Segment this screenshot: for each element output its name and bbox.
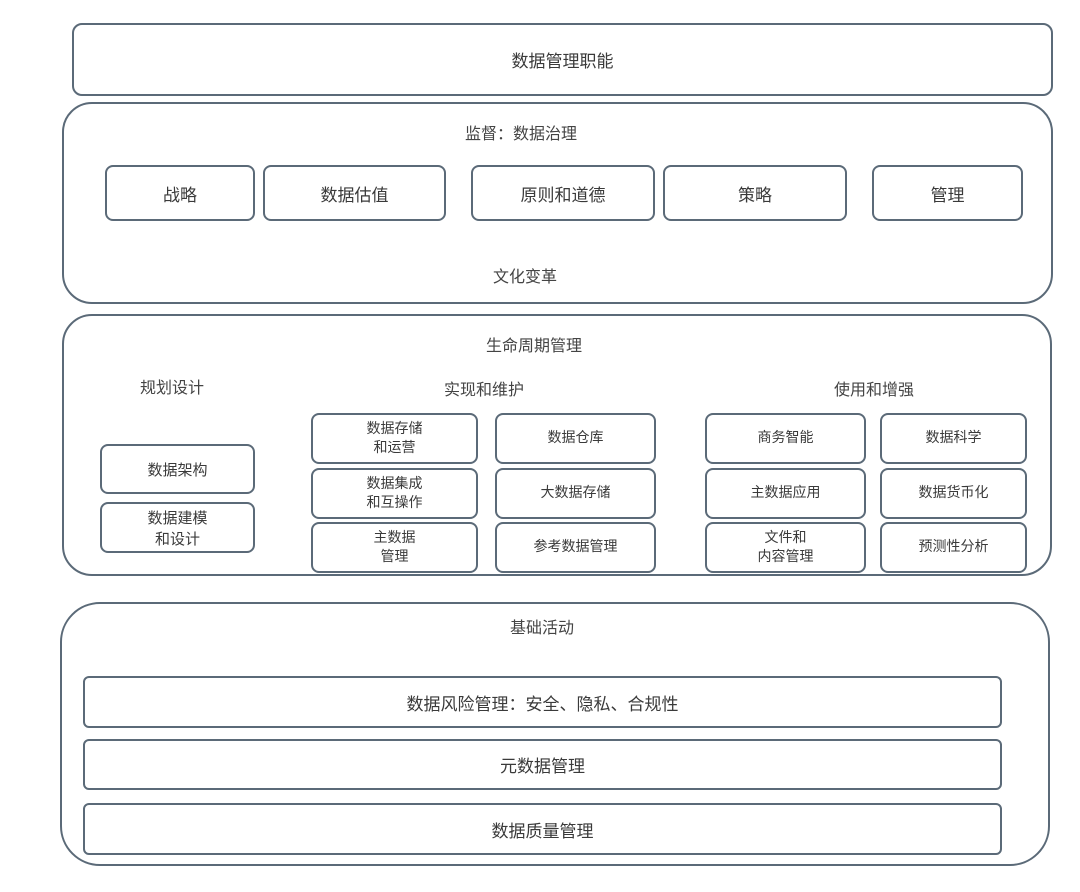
governance-item-label: 数据估值 [320, 185, 389, 206]
impl-item-reference-data-management: 参考数据管理 [495, 522, 656, 573]
lifecycle-heading: 生命周期管理 [485, 336, 583, 355]
planning-item-label: 数据架构 [147, 460, 208, 479]
impl-item-integration-interop: 数据集成 和互操作 [311, 468, 478, 519]
impl-item-storage-operations: 数据存储 和运营 [311, 413, 478, 464]
usage-item-business-intelligence: 商务智能 [705, 413, 866, 464]
planning-item-label: 数据建模 和设计 [147, 508, 208, 548]
usage-heading: 使用和增强 [833, 380, 915, 399]
lifecycle-section: 生命周期管理 规划设计 实现和维护 使用和增强 数据架构 数据建模 和设计 数据… [62, 314, 1052, 576]
usage-item-label: 数据科学 [925, 430, 982, 446]
foundation-item-label: 数据质量管理 [491, 821, 594, 842]
governance-item-policy: 策略 [663, 165, 847, 221]
title-box: 数据管理职能 [72, 23, 1053, 96]
usage-item-document-content-management: 文件和 内容管理 [705, 522, 866, 573]
impl-item-data-warehouse: 数据仓库 [495, 413, 656, 464]
impl-item-label: 主数据 管理 [373, 529, 416, 565]
foundation-item-risk-management: 数据风险管理：安全、隐私、合规性 [83, 676, 1002, 728]
foundation-item-data-quality-management: 数据质量管理 [83, 803, 1002, 855]
impl-item-label: 大数据存储 [540, 485, 611, 501]
impl-item-master-data-management: 主数据 管理 [311, 522, 478, 573]
foundation-heading: 基础活动 [509, 618, 575, 637]
usage-item-label: 文件和 内容管理 [757, 529, 814, 565]
governance-item-label: 战略 [163, 185, 197, 206]
governance-item-label: 管理 [930, 185, 965, 206]
foundation-section: 基础活动 数据风险管理：安全、隐私、合规性 元数据管理 数据质量管理 [60, 602, 1050, 866]
governance-heading: 监督：数据治理 [464, 124, 578, 143]
impl-item-big-data-storage: 大数据存储 [495, 468, 656, 519]
impl-item-label: 参考数据管理 [533, 539, 618, 555]
usage-item-label: 预测性分析 [918, 539, 989, 555]
usage-item-data-monetization: 数据货币化 [880, 468, 1027, 519]
foundation-item-metadata-management: 元数据管理 [83, 739, 1002, 790]
impl-item-label: 数据存储 和运营 [366, 420, 423, 456]
usage-item-data-science: 数据科学 [880, 413, 1027, 464]
governance-item-stewardship: 管理 [872, 165, 1023, 221]
usage-item-predictive-analytics: 预测性分析 [880, 522, 1027, 573]
usage-item-label: 主数据应用 [750, 485, 821, 501]
governance-item-label: 策略 [738, 185, 772, 206]
impl-item-label: 数据仓库 [547, 430, 604, 446]
governance-item-label: 原则和道德 [520, 185, 606, 206]
implementation-heading: 实现和维护 [443, 380, 525, 399]
governance-section: 监督：数据治理 战略 数据估值 原则和道德 策略 管理 文化变革 [62, 102, 1053, 304]
governance-item-data-valuation: 数据估值 [263, 165, 446, 221]
usage-item-label: 数据货币化 [918, 485, 989, 501]
impl-item-label: 数据集成 和互操作 [366, 475, 423, 511]
usage-item-label: 商务智能 [757, 430, 814, 446]
planning-heading: 规划设计 [139, 378, 205, 397]
usage-item-master-data-usage: 主数据应用 [705, 468, 866, 519]
foundation-item-label: 数据风险管理：安全、隐私、合规性 [406, 694, 679, 715]
diagram-title: 数据管理职能 [511, 52, 614, 72]
governance-footer: 文化变革 [492, 267, 558, 286]
planning-item-data-architecture: 数据架构 [100, 444, 255, 494]
governance-item-strategy: 战略 [105, 165, 255, 221]
foundation-item-label: 元数据管理 [500, 757, 585, 777]
planning-item-data-modeling: 数据建模 和设计 [100, 502, 255, 553]
governance-item-principles-ethics: 原则和道德 [471, 165, 655, 221]
